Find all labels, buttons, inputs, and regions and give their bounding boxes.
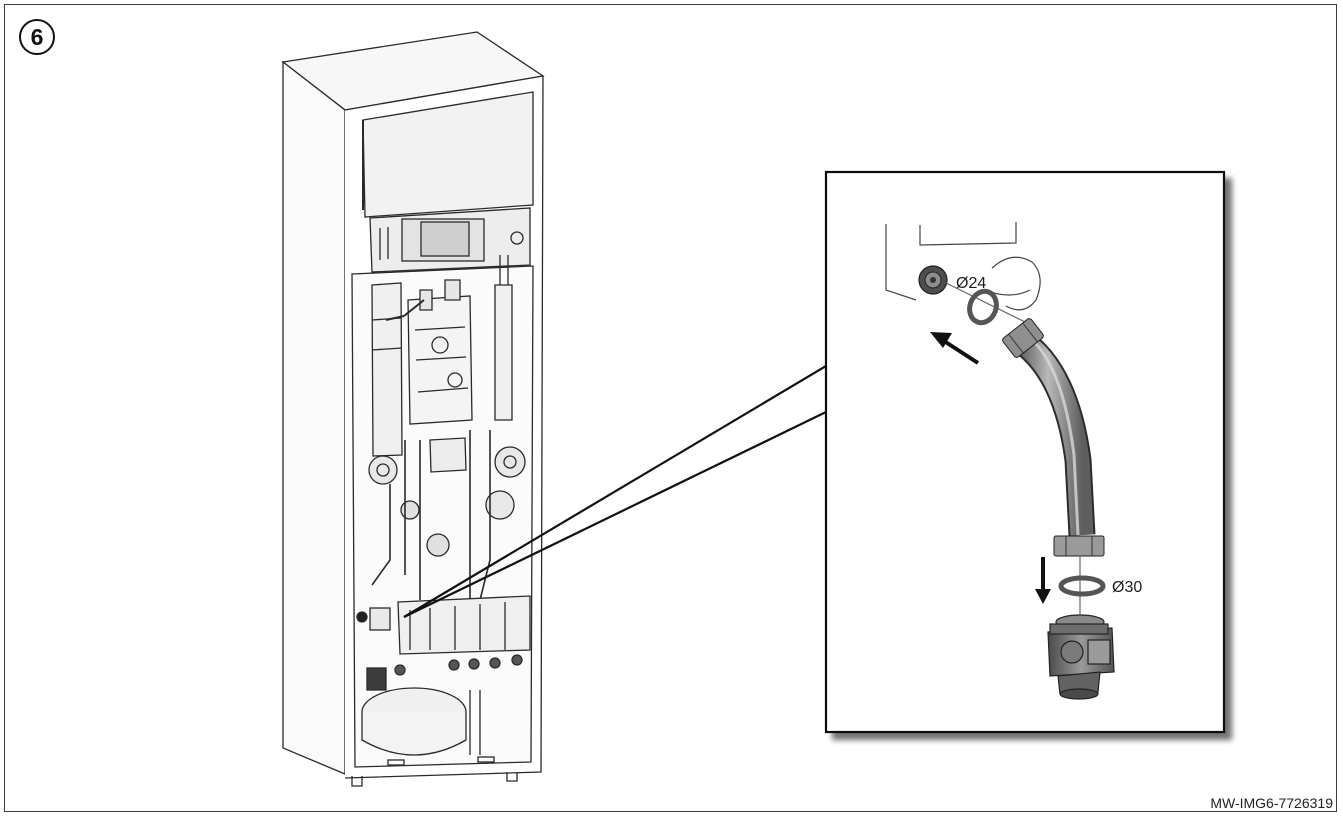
lower-diameter-label: Ø30 xyxy=(1112,579,1142,596)
detail-inset: Ø24 Ø30 xyxy=(824,170,1226,734)
heat-pump-unit xyxy=(281,31,545,787)
insert-arrow-icon xyxy=(930,332,980,365)
image-reference-code: MW-IMG6-7726319 xyxy=(1210,795,1333,811)
upper-seal-ring xyxy=(967,288,999,326)
valve-fitting xyxy=(1047,614,1115,700)
upper-diameter-label: Ø24 xyxy=(956,275,986,292)
connection-pipe xyxy=(1002,318,1105,557)
down-arrow-icon xyxy=(1035,557,1051,604)
lower-seal-ring xyxy=(1058,575,1106,597)
callout-lines xyxy=(403,365,827,618)
step-number-badge: 6 xyxy=(19,19,55,55)
upper-port xyxy=(918,265,948,295)
